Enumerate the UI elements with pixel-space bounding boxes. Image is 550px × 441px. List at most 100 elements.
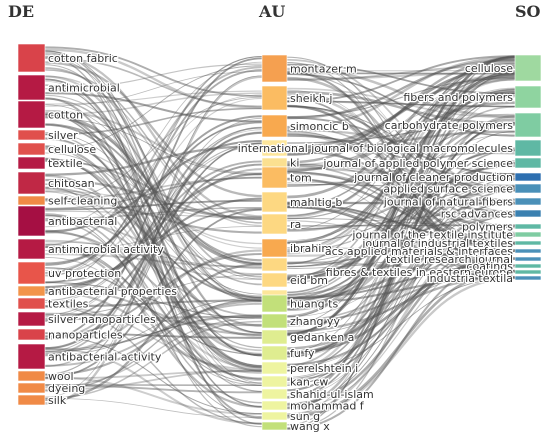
middle-node-18 (261, 388, 288, 400)
flow-link-287 (286, 251, 516, 368)
flow-link-124 (44, 117, 263, 353)
flow-link-100 (44, 172, 263, 292)
flow-link-108 (44, 129, 263, 318)
right-node-1 (514, 85, 542, 109)
flow-link-258 (286, 185, 516, 306)
flow-link-169 (286, 93, 516, 235)
flow-link-292 (286, 201, 516, 378)
middle-node-13 (261, 313, 288, 329)
flow-link-172 (286, 134, 516, 181)
flow-link-68 (44, 229, 263, 370)
flow-link-82 (44, 239, 263, 281)
left-node-7 (17, 195, 46, 206)
right-node-label-8: rsc advances (441, 208, 514, 221)
right-node-15 (514, 269, 542, 275)
right-node-7 (514, 197, 542, 206)
flow-link-137 (44, 384, 263, 394)
flow-link-280 (286, 94, 516, 353)
right-node-label-0: cellulose (465, 62, 513, 75)
flow-link-40 (44, 132, 263, 295)
flow-links (44, 46, 516, 430)
flow-link-7 (44, 50, 263, 302)
flow-link-186 (286, 124, 516, 144)
middle-node-1 (261, 85, 288, 111)
flow-link-224 (286, 224, 516, 227)
flow-link-76 (44, 230, 263, 337)
flow-link-262 (286, 121, 516, 310)
middle-node-5 (261, 166, 288, 189)
flow-link-123 (44, 302, 263, 367)
flow-link-21 (44, 78, 263, 357)
flow-link-143 (44, 397, 263, 418)
flow-link-84 (44, 256, 263, 386)
middle-node-12 (261, 294, 288, 313)
left-node-3 (17, 129, 46, 141)
flow-link-86 (44, 245, 263, 380)
flow-link-207 (286, 206, 516, 280)
flow-link-116 (44, 57, 263, 340)
flow-link-255 (286, 198, 516, 305)
flow-link-34 (44, 123, 263, 266)
flow-link-313 (286, 257, 516, 430)
flow-link-102 (44, 160, 263, 295)
flow-link-196 (286, 92, 516, 171)
flow-link-42 (44, 145, 263, 368)
middle-node-label-1: sheikh j (290, 92, 332, 105)
flow-link-206 (286, 205, 516, 273)
middle-node-8 (261, 238, 288, 258)
flow-link-165 (286, 97, 516, 278)
flow-link-256 (286, 162, 516, 302)
flow-link-48 (44, 158, 263, 372)
left-node-15 (17, 343, 46, 370)
flow-link-277 (286, 56, 516, 337)
flow-link-129 (44, 142, 263, 367)
left-node-label-15: antibacterial activity (48, 351, 162, 364)
flow-link-37 (44, 133, 263, 372)
flow-link-11 (44, 46, 263, 97)
right-node-label-15: fibres & textiles in eastern europe (326, 266, 513, 279)
flow-link-106 (44, 145, 263, 303)
flow-link-26 (44, 71, 263, 107)
middle-node-7 (261, 213, 288, 235)
left-node-10 (17, 261, 46, 285)
flow-link-166 (286, 55, 516, 103)
flow-link-167 (286, 100, 516, 107)
flow-link-205 (286, 167, 516, 189)
flow-link-134 (44, 142, 263, 375)
flow-link-152 (286, 67, 516, 118)
flow-link-161 (286, 90, 516, 125)
middle-node-14 (261, 329, 288, 345)
flow-link-71 (44, 61, 263, 228)
right-node-9 (514, 223, 542, 230)
right-node-label-12: acs applied materials & interfaces (325, 245, 513, 258)
middle-node-19 (261, 400, 288, 411)
flow-link-4 (44, 48, 263, 109)
flow-link-99 (44, 287, 263, 336)
flow-link-93 (44, 56, 263, 284)
flow-link-120 (44, 297, 263, 357)
right-node-label-9: polymers (462, 221, 513, 234)
flow-link-39 (44, 138, 263, 334)
left-node-11 (17, 285, 46, 297)
middle-node-label-2: simoncic b (290, 120, 349, 133)
flow-link-188 (286, 73, 516, 153)
flow-link-201 (286, 176, 516, 183)
flow-link-59 (44, 190, 263, 270)
flow-link-251 (286, 147, 516, 299)
left-node-5 (17, 156, 46, 170)
flow-link-104 (44, 305, 263, 371)
flow-link-239 (286, 55, 516, 265)
middle-node-label-8: ibrahim (290, 242, 332, 255)
flow-link-92 (44, 55, 263, 277)
flow-link-260 (286, 264, 516, 300)
right-node-14 (514, 263, 542, 269)
right-node-label-1: fibers and polymers (403, 91, 513, 104)
flow-link-142 (44, 75, 263, 398)
left-node-label-10: uv protection (48, 267, 121, 280)
right-node-5 (514, 172, 542, 182)
flow-link-204 (286, 101, 516, 172)
right-node-16 (514, 275, 542, 281)
right-node-13 (514, 256, 542, 262)
middle-node-6 (261, 191, 288, 213)
